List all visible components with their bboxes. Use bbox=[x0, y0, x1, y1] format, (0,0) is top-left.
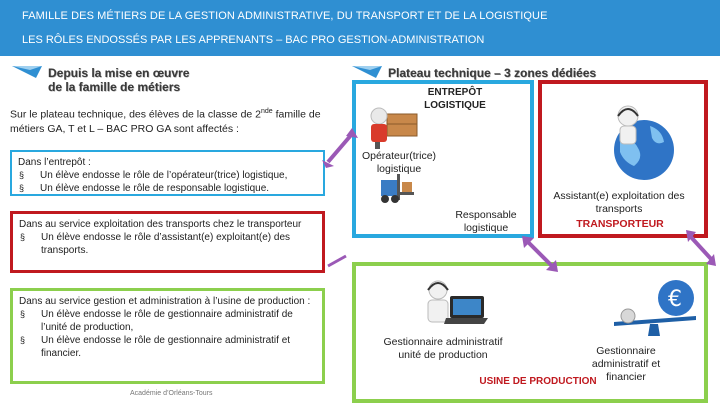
zone-entrepot-line2: LOGISTIQUE bbox=[424, 100, 486, 111]
label-transporteur: TRANSPORTEUR bbox=[576, 218, 664, 230]
left-heading-line1: Depuis la mise en œuvre bbox=[48, 66, 190, 80]
box-gestion-title: Dans au service gestion et administratio… bbox=[19, 296, 311, 307]
header-banner: FAMILLE DES MÉTIERS DE LA GESTION ADMINI… bbox=[0, 0, 720, 56]
intro-before: Sur le plateau technique, des élèves de … bbox=[10, 108, 262, 121]
delivery-person-figure bbox=[370, 107, 418, 149]
double-arrow-icon bbox=[322, 128, 358, 168]
list-item: Un élève endosse le rôle de gestionnaire… bbox=[19, 308, 316, 334]
list-item: Un élève endosse le rôle de gestionnaire… bbox=[19, 334, 316, 360]
arrow-bullet-icon bbox=[12, 66, 42, 78]
box-entrepot: Dans l’entrepôt : Un élève endosse le rô… bbox=[10, 150, 325, 196]
scale-euro-figure: € bbox=[614, 280, 696, 336]
zone-entrepot-title: ENTREPÔT LOGISTIQUE bbox=[415, 86, 495, 112]
double-arrow-icon bbox=[522, 236, 558, 272]
double-arrow-icon bbox=[327, 254, 347, 268]
double-arrow-icon bbox=[686, 230, 716, 266]
list-item: Un élève endosse le rôle d’assistant(e) … bbox=[19, 231, 316, 257]
intro-text: Sur le plateau technique, des élèves de … bbox=[10, 105, 340, 136]
label-assistant: Assistant(e) exploitation des transports bbox=[553, 190, 685, 215]
box-entrepot-title: Dans l’entrepôt : bbox=[18, 157, 91, 168]
box-transport: Dans au service exploitation des transpo… bbox=[10, 211, 325, 273]
list-item: Un élève endosse le rôle de l’opérateur(… bbox=[18, 169, 317, 182]
forklift-figure bbox=[381, 174, 414, 203]
zone-transporteur-frame bbox=[538, 80, 708, 238]
label-gestionnaire-prod: Gestionnaire administratif unité de prod… bbox=[383, 336, 503, 361]
left-heading: Depuis la mise en œuvre de la famille de… bbox=[48, 66, 189, 94]
left-heading-line2: de la famille de métiers bbox=[48, 80, 181, 94]
globe-headset-figure bbox=[614, 105, 674, 180]
arrow-bullet-icon bbox=[352, 66, 382, 78]
box-transport-title: Dans au service exploitation des transpo… bbox=[19, 219, 302, 230]
zone-entrepot-frame bbox=[352, 80, 534, 238]
intro-after: famille de métiers GA, T et L – BAC PRO … bbox=[10, 108, 321, 135]
label-gestionnaire-fin: Gestionnaire administratif et financier bbox=[591, 345, 661, 383]
label-responsable: Responsable logistique bbox=[455, 209, 517, 234]
banner-subtitle: LES RÔLES ENDOSSÉS PAR LES APPRENANTS – … bbox=[22, 34, 485, 46]
right-heading: Plateau technique – 3 zones dédiées bbox=[388, 66, 597, 80]
banner-title: FAMILLE DES MÉTIERS DE LA GESTION ADMINI… bbox=[22, 10, 548, 22]
list-item: Un élève endosse le rôle de responsable … bbox=[18, 182, 317, 195]
laptop-figure bbox=[427, 280, 488, 324]
footer: Académie d’Orléans-Tours bbox=[130, 390, 213, 397]
box-gestion: Dans au service gestion et administratio… bbox=[10, 288, 325, 384]
label-usine: USINE DE PRODUCTION bbox=[479, 376, 597, 387]
zone-usine-frame bbox=[352, 262, 708, 403]
zone-entrepot-line1: ENTREPÔT bbox=[427, 87, 483, 98]
label-operateur: Opérateur(trice) logistique bbox=[361, 150, 437, 175]
svg-text:€: € bbox=[668, 287, 682, 312]
intro-sup: nde bbox=[261, 108, 273, 115]
